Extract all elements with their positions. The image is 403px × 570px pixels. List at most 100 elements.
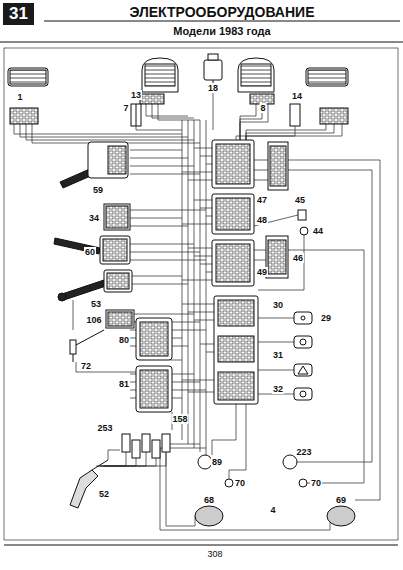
wire [102,458,156,466]
callout-number: 29 [320,313,332,323]
wire [170,360,182,361]
wire [254,215,298,226]
lamp-14 [306,68,348,86]
sensor-72 [73,354,74,362]
wire [200,120,201,452]
wire [32,124,200,143]
callout-number: 32 [272,384,284,394]
lamps-rear [195,506,223,526]
callout-number: 253 [96,423,113,433]
switch-60 [100,236,130,264]
wire [258,318,294,319]
wire [254,160,268,161]
callout-number: 53 [90,299,102,309]
page-frame [0,41,403,42]
fuse-box [300,227,308,235]
wire [206,352,214,353]
wire [258,370,294,371]
diagram-title: ЭЛЕКТРООБОРУДОВАНИЕ [130,4,315,20]
switch-59 [88,142,128,178]
connector-80 [136,318,172,360]
ignition-coil-18 [204,54,222,92]
callout-number: 52 [98,489,110,499]
callout-number: 89 [211,457,223,467]
connector-34 [104,204,130,230]
callout-number: 158 [171,414,188,424]
lamps-rear [198,455,212,469]
fuse-box [212,140,254,188]
connector-81 [140,370,168,408]
wire [194,120,195,448]
headlamp-7 [140,58,178,104]
callout-number: 223 [295,447,312,457]
callout-number: 81 [118,379,130,389]
wire [26,124,194,140]
switch-59 [108,146,126,174]
wire [200,344,214,345]
relay-block [218,336,254,362]
wire [254,170,268,171]
page-frame [44,21,400,22]
callout-number: 49 [256,267,268,277]
connector-80 [140,322,168,356]
relay-block [301,316,305,320]
lamps-rear [195,455,355,526]
wire [160,448,330,530]
wire [76,362,136,372]
wire [130,284,188,285]
callout-number: 47 [256,195,268,205]
wire [158,104,200,120]
callout-number: 44 [312,226,324,236]
lamp-14 [308,70,346,84]
wire [130,210,206,211]
connector-80 [136,318,172,360]
lamps-rear [283,455,297,469]
page-number: 308 [206,549,223,559]
wire [229,404,246,479]
callout-number: 68 [203,495,215,505]
wire [130,218,182,219]
fuse-13 [131,104,141,126]
tab-text: 31 [3,3,34,25]
callout-number: 34 [88,213,100,223]
wire [182,304,214,305]
callout-number: 8 [259,103,266,113]
wire [200,264,212,265]
wire [188,392,214,393]
wire [130,150,182,151]
wire [206,272,212,273]
wire [182,380,214,381]
fuse-box [216,198,250,230]
connector-106 [106,310,134,328]
relay-block [214,296,312,404]
lamp-1 [8,68,48,124]
wire [212,404,236,455]
relay-block [294,312,312,324]
wire [258,342,294,343]
callout-number: 48 [256,215,268,225]
wire [288,250,364,483]
fuse-box [266,236,288,278]
wire [188,180,212,181]
wire [240,104,268,140]
wire [194,200,212,201]
wire [258,235,304,290]
switch-53 [58,293,66,301]
sensor-72 [70,340,76,354]
callout-number: 80 [118,335,130,345]
wire [200,156,212,157]
headlamp-8 [241,64,271,86]
lamp-1 [10,70,46,84]
relay-block [218,372,254,400]
fuse-box [216,144,250,184]
wire [98,458,136,466]
callout-number: 59 [92,185,104,195]
connector-34 [106,206,128,228]
connector-plug [122,434,130,452]
switch-60 [103,239,127,261]
connector-plug [162,434,170,452]
wire [130,260,206,261]
wire [20,124,188,137]
connector-plug [132,440,140,458]
wire [130,166,194,167]
